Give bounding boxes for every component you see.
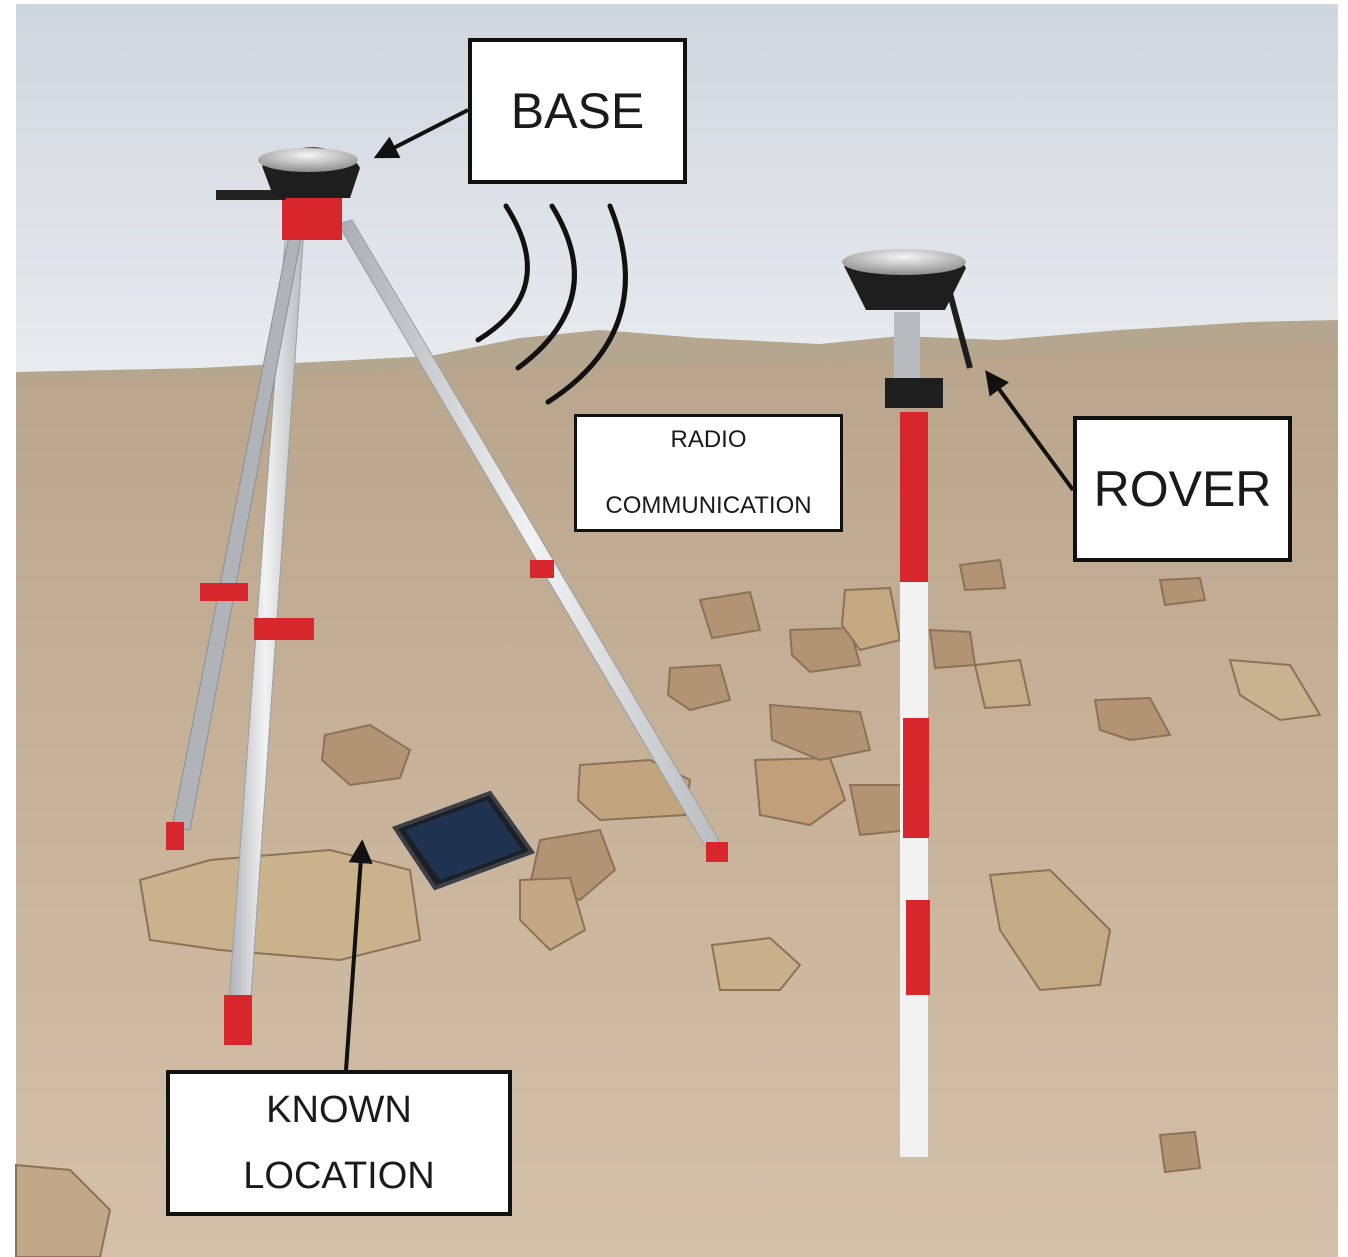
radio-waves-icon [475,203,628,405]
base-receiver [258,147,360,198]
radio-label-line2: COMMUNICATION [605,492,812,519]
rocks [15,558,1322,1257]
known-location-label-box: KNOWN LOCATION [166,1070,512,1216]
known-arrow-icon [344,839,373,1071]
radio-label-box: RADIO COMMUNICATION [574,414,843,532]
known-label-line2: LOCATION [243,1155,435,1197]
rover-label-box: ROVER [1073,416,1292,562]
rover-receiver [842,249,966,310]
base-arrow-icon [373,108,469,159]
radio-label-line1: RADIO [670,426,747,453]
base-label: BASE [510,83,645,139]
tablet [391,790,536,891]
rover-label: ROVER [1093,461,1272,517]
base-tripod [166,190,728,1045]
base-label-box: BASE [468,38,687,184]
known-label-line1: KNOWN [266,1089,412,1131]
rover-arrow-icon [985,370,1075,492]
rover-pole [885,285,973,1157]
